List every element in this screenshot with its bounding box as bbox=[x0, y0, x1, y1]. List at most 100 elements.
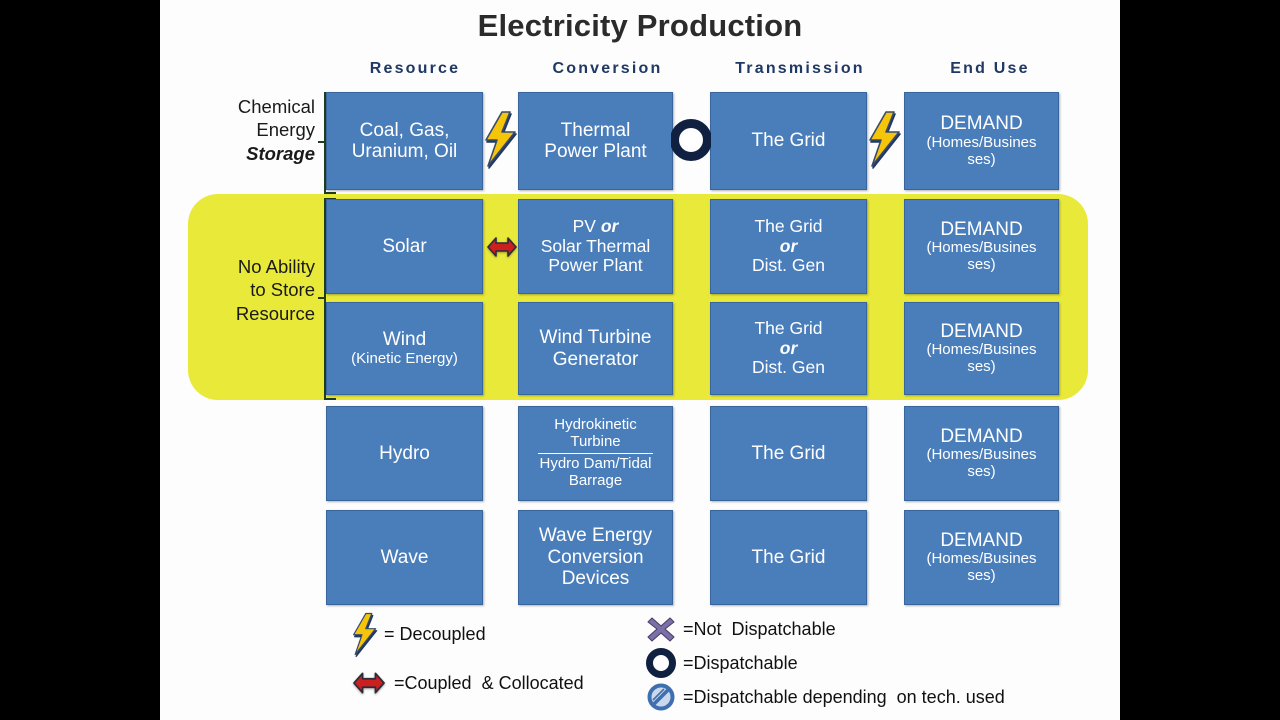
box-line: DEMAND bbox=[940, 113, 1023, 135]
group-label-line2: to Store bbox=[250, 279, 315, 301]
box-line: DEMAND bbox=[940, 425, 1023, 447]
resource-box-wave[interactable]: Wave bbox=[326, 510, 483, 605]
legend-label: =Dispatchable bbox=[683, 652, 798, 673]
legend-label: =Not Dispatchable bbox=[683, 618, 836, 639]
box-line: DEMAND bbox=[940, 529, 1023, 551]
group-label-chemical-energy: Chemical Energy Storage bbox=[180, 95, 315, 165]
column-header-enduse: End Use bbox=[950, 60, 1030, 77]
box-line: The Grid bbox=[754, 215, 823, 236]
conversion-box-thermal[interactable]: Thermal Power Plant bbox=[518, 92, 673, 190]
box-line: (Homes/Busines bbox=[926, 133, 1037, 151]
legend-item-coupled: =Coupled & Collocated bbox=[348, 668, 584, 698]
box-line: Power Plant bbox=[548, 255, 643, 276]
box-line: Uranium, Oil bbox=[351, 141, 458, 162]
legend-label: = Decoupled bbox=[384, 623, 486, 644]
group-label-no-storage: No Ability to Store Resource bbox=[180, 255, 315, 325]
box-line: or bbox=[779, 337, 798, 358]
group-label-line2: Energy bbox=[256, 119, 315, 141]
transmission-box-grid-4[interactable]: The Grid bbox=[710, 406, 867, 501]
transmission-box-grid-3[interactable]: The Grid or Dist. Gen bbox=[710, 302, 867, 395]
box-line: Thermal bbox=[560, 119, 631, 141]
box-line: Coal, Gas, bbox=[359, 119, 450, 141]
double-arrow-icon bbox=[487, 237, 517, 257]
box-line: (Kinetic Energy) bbox=[351, 349, 458, 367]
lightning-bolt-icon bbox=[485, 111, 516, 167]
resource-box-hydro[interactable]: Hydro bbox=[326, 406, 483, 501]
divider bbox=[538, 453, 653, 454]
legend-label: =Dispatchable depending on tech. used bbox=[683, 686, 1005, 707]
conversion-box-wind[interactable]: Wind Turbine Generator bbox=[518, 302, 673, 395]
box-line: DEMAND bbox=[940, 320, 1023, 342]
resource-box-solar[interactable]: Solar bbox=[326, 199, 483, 294]
enduse-box-demand-2[interactable]: DEMAND (Homes/Busines ses) bbox=[904, 199, 1059, 294]
conversion-box-solar[interactable]: PV or Solar Thermal Power Plant bbox=[518, 199, 673, 294]
box-line: Dist. Gen bbox=[752, 255, 825, 276]
box-line: ses) bbox=[967, 358, 996, 376]
box-line: The Grid bbox=[751, 442, 826, 464]
box-line: Dist. Gen bbox=[752, 357, 825, 378]
legend-item-not-dispatchable: =Not Dispatchable bbox=[646, 614, 836, 644]
box-line: Wave Energy bbox=[538, 525, 653, 547]
transmission-box-grid-1[interactable]: The Grid bbox=[710, 92, 867, 190]
column-header-conversion: Conversion bbox=[552, 60, 663, 77]
transmission-box-grid-2[interactable]: The Grid or Dist. Gen bbox=[710, 199, 867, 294]
box-line: Conversion bbox=[547, 546, 644, 568]
group-label-line3: Resource bbox=[235, 302, 315, 324]
legend-label: =Coupled & Collocated bbox=[394, 672, 584, 693]
group-label-line3: Storage bbox=[246, 142, 315, 164]
box-line: (Homes/Busines bbox=[926, 341, 1037, 359]
box-line: Generator bbox=[552, 348, 639, 370]
box-line: ses) bbox=[967, 256, 996, 274]
group-label-line1: No Ability bbox=[237, 256, 315, 277]
resource-box-wind[interactable]: Wind (Kinetic Energy) bbox=[326, 302, 483, 395]
box-line: Solar bbox=[382, 235, 427, 257]
diagram-canvas: Electricity Production Resource Conversi… bbox=[160, 0, 1120, 720]
conversion-box-wave[interactable]: Wave Energy Conversion Devices bbox=[518, 510, 673, 605]
box-line: ses) bbox=[967, 567, 996, 585]
box-line: The Grid bbox=[751, 130, 826, 152]
box-line: Wind Turbine bbox=[539, 327, 652, 349]
enduse-box-demand-3[interactable]: DEMAND (Homes/Busines ses) bbox=[904, 302, 1059, 395]
lightning-bolt-icon bbox=[869, 111, 900, 167]
box-line: Solar Thermal bbox=[540, 235, 651, 256]
no-entry-icon bbox=[647, 683, 675, 711]
resource-box-chemical[interactable]: Coal, Gas, Uranium, Oil bbox=[326, 92, 483, 190]
box-line: ses) bbox=[967, 150, 996, 168]
enduse-box-demand-1[interactable]: DEMAND (Homes/Busines ses) bbox=[904, 92, 1059, 190]
box-line: or bbox=[779, 235, 798, 256]
page-title: Electricity Production bbox=[477, 8, 803, 43]
box-line: Hydro Dam/Tidal bbox=[539, 455, 652, 472]
enduse-box-demand-4[interactable]: DEMAND (Homes/Busines ses) bbox=[904, 406, 1059, 501]
box-line: Wave bbox=[380, 546, 429, 568]
transmission-box-grid-5[interactable]: The Grid bbox=[710, 510, 867, 605]
box-line: The Grid bbox=[751, 546, 826, 568]
box-line: Barrage bbox=[568, 471, 623, 489]
box-line: DEMAND bbox=[940, 218, 1023, 240]
column-header-transmission: Transmission bbox=[735, 60, 865, 77]
box-line: ses) bbox=[967, 463, 996, 481]
box-line: (Homes/Busines bbox=[926, 550, 1037, 568]
ring-icon-dispatchable bbox=[671, 119, 711, 161]
enduse-box-demand-5[interactable]: DEMAND (Homes/Busines ses) bbox=[904, 510, 1059, 605]
group-label-line1: Chemical bbox=[237, 96, 315, 117]
box-line: Hydro bbox=[379, 442, 430, 464]
box-line: or bbox=[600, 215, 619, 236]
box-line: Power Plant bbox=[544, 141, 647, 162]
letterbox-left bbox=[0, 0, 160, 720]
box-line: PV bbox=[572, 215, 596, 236]
column-header-resource: Resource bbox=[369, 60, 461, 77]
legend-item-dispatchable-depends: =Dispatchable depending on tech. used bbox=[646, 682, 1005, 712]
legend-item-dispatchable: =Dispatchable bbox=[646, 648, 798, 678]
box-line: Turbine bbox=[570, 433, 621, 451]
box-line: The Grid bbox=[754, 317, 823, 338]
conversion-box-hydro[interactable]: Hydrokinetic Turbine Hydro Dam/Tidal Bar… bbox=[518, 406, 673, 501]
letterbox-right bbox=[1120, 0, 1280, 720]
box-line: Hydrokinetic bbox=[554, 416, 637, 434]
box-line: Wind bbox=[382, 329, 427, 351]
double-arrow-icon bbox=[353, 672, 385, 694]
box-line: (Homes/Busines bbox=[926, 239, 1037, 257]
box-line: (Homes/Busines bbox=[926, 446, 1037, 464]
ring-icon bbox=[646, 648, 676, 678]
legend-item-decoupled: = Decoupled bbox=[350, 612, 486, 656]
